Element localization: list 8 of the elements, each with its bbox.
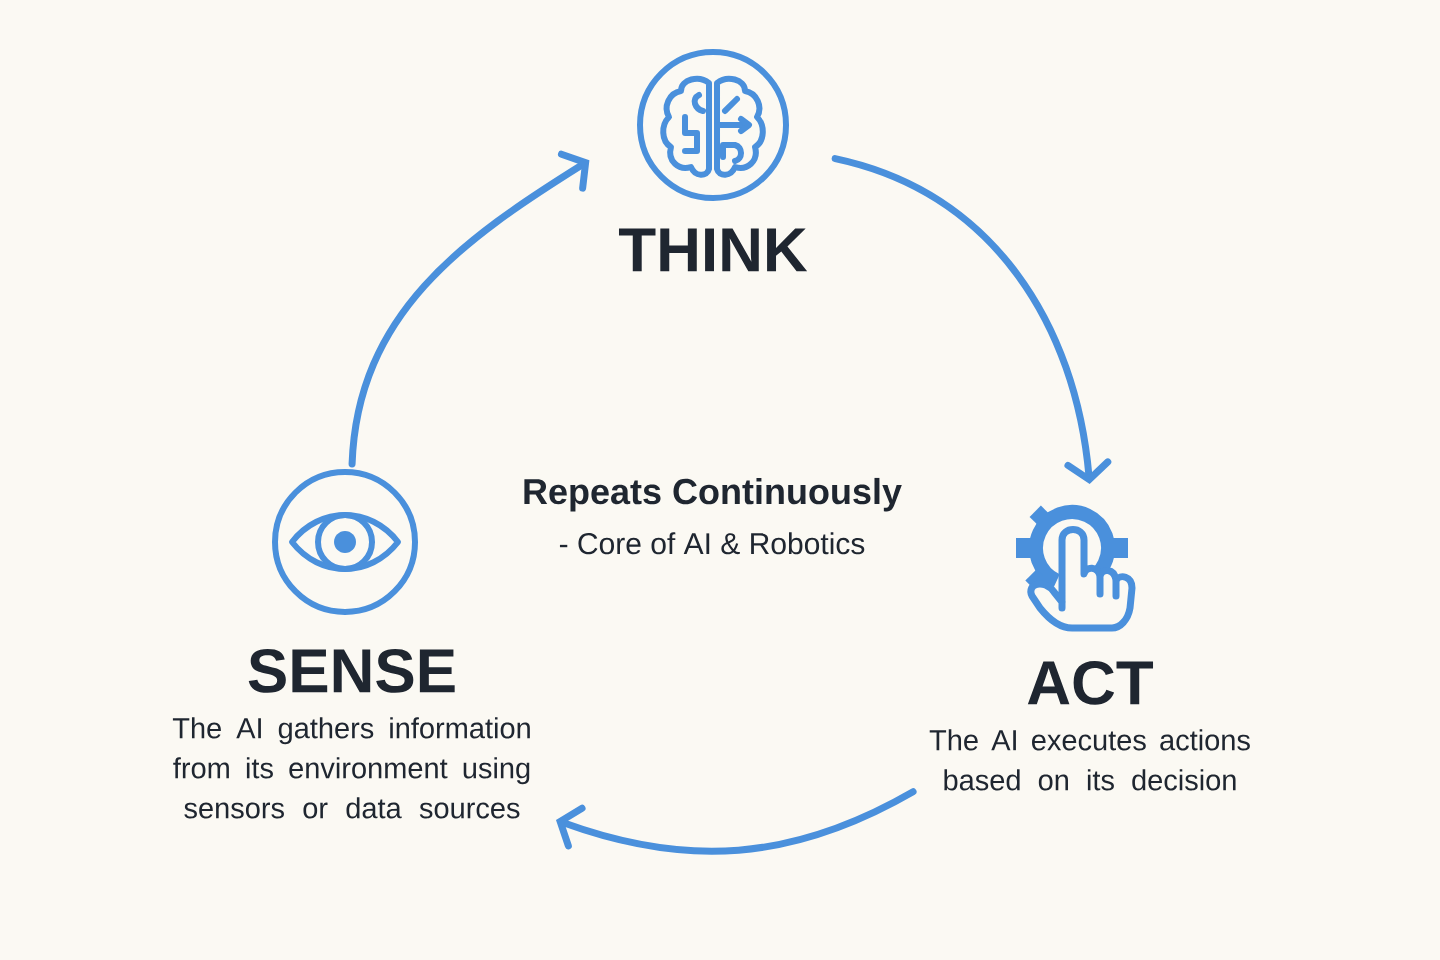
step-label: THINK (619, 228, 808, 272)
loop-note: - Core of AI & Robotics (559, 532, 865, 555)
loop-heading: Repeats Continuously (524, 477, 902, 512)
cycle-arrow (831, 155, 1112, 484)
step-label: ACT The AI executes actions based on its decision (929, 660, 1250, 791)
cycle-arrow (555, 788, 917, 855)
step-label: SENSE The AI gathers information from its environment using sensors or data sources (172, 648, 530, 819)
cycle-arrow (348, 150, 590, 468)
